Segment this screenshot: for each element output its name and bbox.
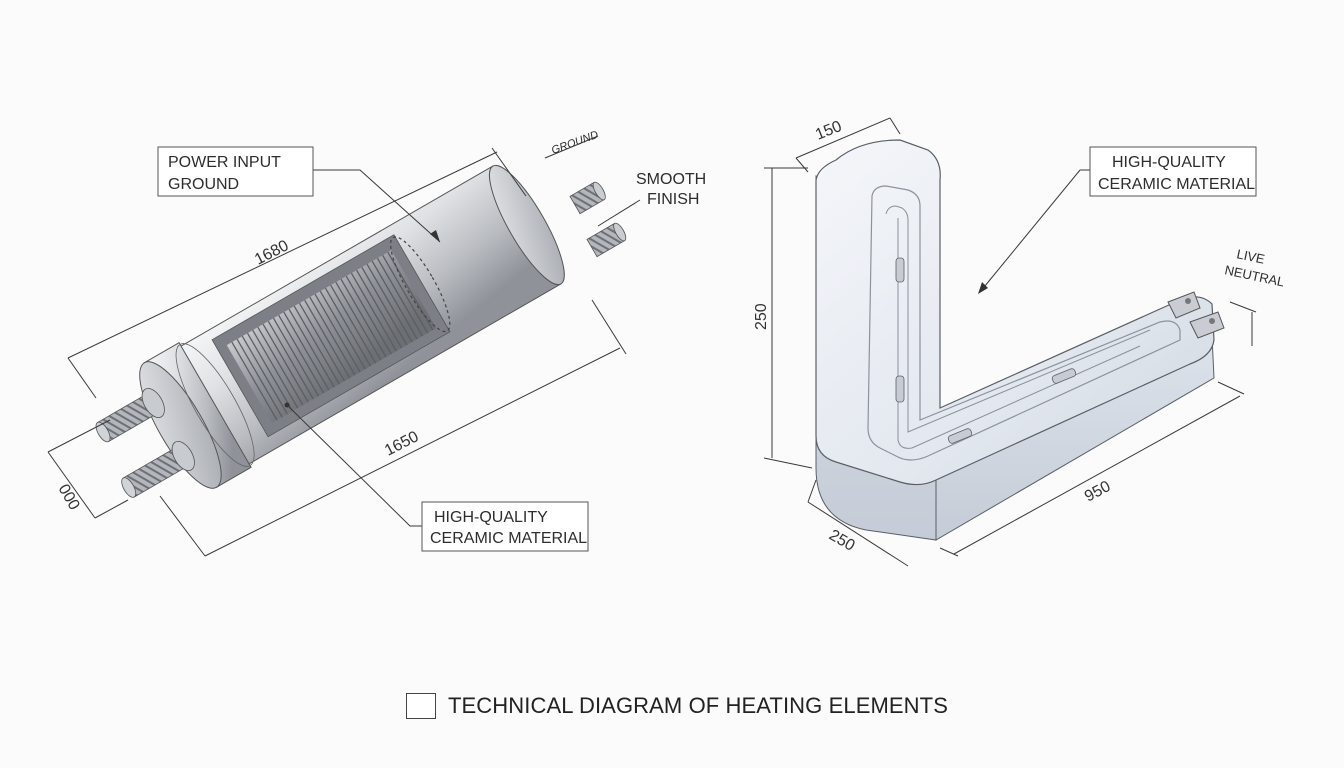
right-leaders xyxy=(978,169,1092,294)
rear-terminal-studs xyxy=(569,181,627,258)
dim-body-length: 1650 xyxy=(382,428,422,459)
callout-smooth-finish: SMOOTH FINISH xyxy=(636,171,706,208)
front-terminal-studs xyxy=(95,388,195,498)
terminal-neutral-label: NEUTRAL xyxy=(1223,262,1285,289)
dim-height: 250 xyxy=(753,303,770,330)
dim-diameter: 000 xyxy=(55,482,83,514)
caption-checkbox[interactable] xyxy=(406,693,436,719)
callout-right-ceramic: HIGH-QUALITY CERAMIC MATERIAL xyxy=(1089,146,1257,197)
callout-left-ceramic-line2: CERAMIC MATERIAL xyxy=(430,530,587,547)
dim-length: 950 xyxy=(1082,478,1114,506)
ground-small-label: GROUND xyxy=(550,129,600,157)
dim-overall-length: 1680 xyxy=(252,237,292,268)
cartridge-heater xyxy=(95,164,627,498)
callout-power-input: POWER INPUT GROUND xyxy=(157,146,314,197)
callout-left-ceramic-line1: HIGH-QUALITY xyxy=(434,509,548,526)
callout-finish-line1: SMOOTH xyxy=(636,171,706,188)
callout-right-ceramic-line1: HIGH-QUALITY xyxy=(1112,154,1226,171)
left-leaders xyxy=(284,169,641,527)
callout-finish-line2: FINISH xyxy=(647,191,699,208)
left-dimensions xyxy=(47,135,627,557)
callout-power-line1: POWER INPUT xyxy=(168,154,281,171)
l-shaped-heater xyxy=(815,139,1225,541)
terminal-live-label: LIVE xyxy=(1235,246,1266,267)
cartridge-body xyxy=(139,164,565,489)
figure-caption: TECHNICAL DIAGRAM OF HEATING ELEMENTS xyxy=(406,692,948,720)
embedded-coils xyxy=(895,257,1077,444)
right-dimensions xyxy=(763,117,1257,567)
terminal-tabs xyxy=(1167,291,1225,339)
callout-left-ceramic: HIGH-QUALITY CERAMIC MATERIAL xyxy=(421,501,589,552)
callout-power-line2: GROUND xyxy=(168,176,239,193)
caption-text: TECHNICAL DIAGRAM OF HEATING ELEMENTS xyxy=(448,693,948,718)
callout-right-ceramic-line2: CERAMIC MATERIAL xyxy=(1098,176,1255,193)
